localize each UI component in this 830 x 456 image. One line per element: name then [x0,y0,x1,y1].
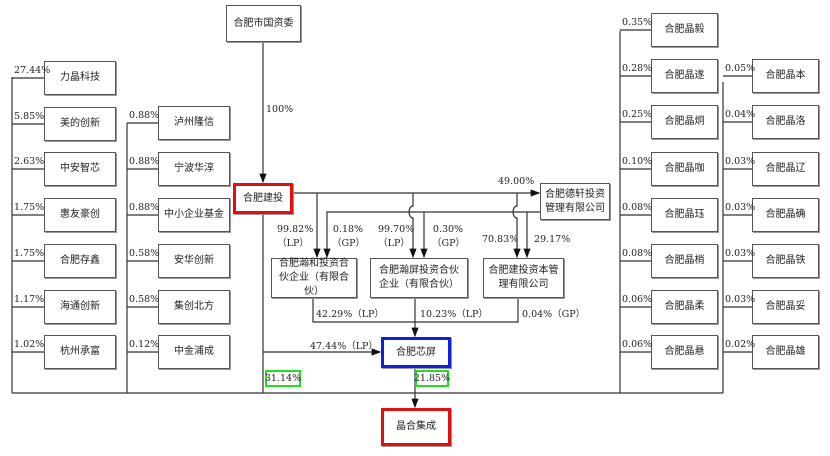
shareholder-pct: 1.17% [14,294,45,305]
shareholder-pct: 0.05% [725,63,756,74]
jinghe-box: 晶合集成 [381,408,451,446]
xinping-pct: 47.44%（LP） [310,341,378,352]
hanping-gp-pct: 0.30%（GP） [432,224,465,249]
shareholder-pct: 0.06% [622,339,653,350]
shareholder-pct: 2.63% [14,156,45,167]
hefei-jiantou-box: 合肥建投 [233,183,293,214]
shareholder-pct: 0.58% [129,248,160,259]
dexuan-box: 合肥德轩投资管理有限公司 [540,183,610,220]
capital-gp-pct: 29.17% [534,234,571,245]
shareholder-box: 中小企业基金 [158,198,230,232]
sasac-pct: 100% [266,104,294,115]
shareholder-pct: 0.58% [129,294,160,305]
shareholder-pct: 0.88% [129,202,160,213]
shareholder-pct: 0.88% [129,110,160,121]
shareholder-box: 合肥晶毅 [651,13,718,47]
hanhe-lp-pct: 99.82%（LP） [277,224,314,249]
capital-lp-pct: 70.83% [482,234,519,245]
shareholder-pct: 0.03% [725,294,756,305]
shareholder-box: 宁波华淳 [158,152,230,186]
shareholder-box: 中安智芯 [44,152,116,186]
shareholder-box: 美的创新 [44,107,116,141]
shareholder-box: 合肥晶悬 [651,335,718,369]
hanping-box: 合肥瀚屏投资合伙企业（有限合伙） [370,258,468,298]
shareholder-box: 惠友豪创 [44,198,116,232]
shareholder-pct: 0.35% [622,17,653,28]
shareholder-pct: 0.04% [725,109,756,120]
hefei-xinping-box: 合肥芯屏 [381,337,451,368]
shareholder-box: 集创北方 [158,290,230,324]
shareholder-box: 合肥晶咖 [651,152,718,186]
shareholder-pct: 0.28% [622,63,653,74]
shareholder-pct: 27.44% [14,65,51,76]
capital-out-pct: 0.04%（GP） [522,309,586,320]
shareholder-box: 合肥晶雄 [752,335,819,369]
shareholder-box: 中金浦成 [158,335,230,369]
shareholder-pct: 0.03% [725,248,756,259]
shareholder-box: 安华创新 [158,244,230,278]
shareholder-pct: 1.75% [14,202,45,213]
xinping-jinghe-pct: 21.85% [414,370,450,387]
shareholder-box: 合肥晶确 [752,198,819,232]
shareholder-box: 杭州承富 [44,335,116,369]
hanhe-out-pct: 42.29%（LP） [316,309,384,320]
shareholder-box: 合肥晶铁 [752,244,819,278]
shareholder-pct: 0.12% [129,339,160,350]
shareholder-pct: 0.88% [129,156,160,167]
shareholder-pct: 5.85% [14,111,45,122]
shareholder-box: 合肥晶炯 [651,105,718,139]
shareholder-pct: 0.03% [725,156,756,167]
shareholder-box: 合肥晶洛 [752,105,819,139]
shareholder-box: 力晶科技 [44,61,116,95]
shareholder-pct: 0.25% [622,109,653,120]
sasac-hefei-box: 合肥市国资委 [226,5,301,42]
shareholder-pct: 0.03% [725,202,756,213]
hanhe-box: 合肥瀚和投资合伙企业（有限合伙） [271,258,357,298]
shareholder-box: 合肥晶遂 [651,59,718,93]
shareholder-box: 合肥晶珏 [651,198,718,232]
hanhe-gp-pct: 0.18%（GP） [332,224,365,249]
jiantou-jinghe-pct: 31.14% [265,370,301,387]
shareholder-box: 合肥晶本 [752,59,819,93]
shareholder-box: 海通创新 [44,290,116,324]
hanping-out-pct: 10.23%（LP） [420,309,488,320]
shareholder-box: 合肥晶辽 [752,152,819,186]
shareholder-pct: 0.10% [622,156,653,167]
shareholder-box: 合肥存鑫 [44,244,116,278]
shareholder-pct: 0.08% [622,202,653,213]
shareholder-pct: 0.06% [622,294,653,305]
shareholder-pct: 1.02% [14,339,45,350]
shareholder-pct: 0.02% [725,339,756,350]
shareholder-box: 合肥晶妥 [752,290,819,324]
dexuan-pct: 49.00% [498,176,535,187]
hanping-lp-pct: 99.70%（LP） [378,224,415,249]
jiantou-capital-box: 合肥建投资本管理有限公司 [483,258,564,298]
shareholder-pct: 0.08% [622,248,653,259]
shareholder-box: 合肥晶柔 [651,290,718,324]
shareholder-box: 合肥晶梢 [651,244,718,278]
shareholder-box: 泸州隆信 [158,106,230,140]
shareholder-pct: 1.75% [14,248,45,259]
